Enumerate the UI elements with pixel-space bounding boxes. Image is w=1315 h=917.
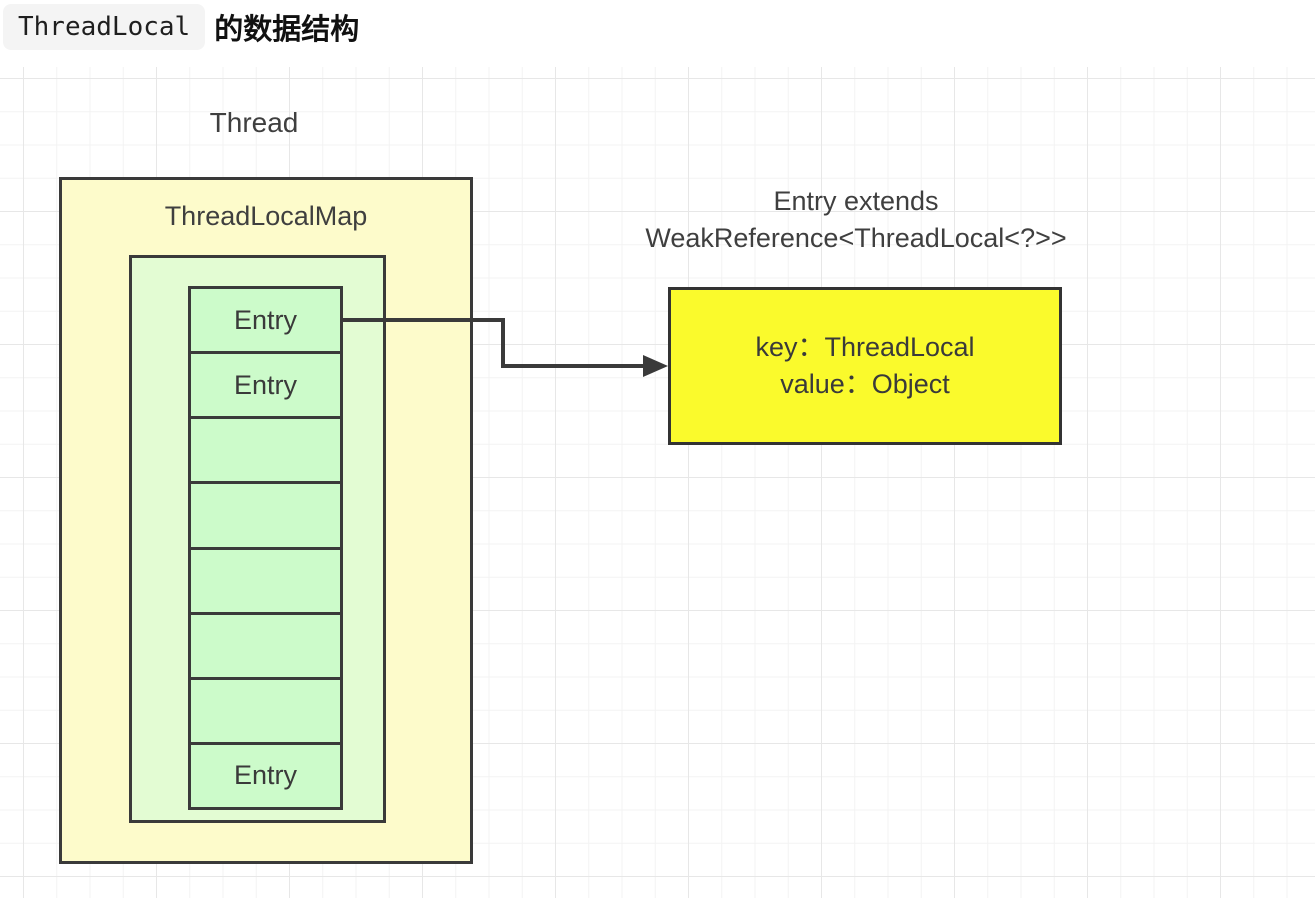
entry-cell: Entry [191,289,340,355]
page-title: ThreadLocal 的数据结构 [3,2,359,52]
entry-key-line: key：ThreadLocal [755,332,975,362]
arrow-head [643,355,668,377]
entry-extends-note: Entry extends WeakReference<ThreadLocal<… [610,183,1102,257]
entry-value-line: value：Object [780,369,950,399]
entry-cell-label: Entry [233,304,298,335]
entry-extends-note-line2: WeakReference<ThreadLocal<?>> [645,223,1067,253]
threadlocalmap-label: ThreadLocalMap [164,201,368,231]
entry-cell: Entry [191,354,340,420]
entry-table: Entry Entry Entry [188,286,343,810]
title-code-chip: ThreadLocal [3,4,206,50]
threadlocalmap-box: Entry Entry Entry [129,255,386,823]
entry-cell-label: Entry [233,369,298,400]
thread-label: Thread [209,107,299,138]
entry-cell: Entry [191,744,340,807]
title-suffix-text: 的数据结构 [214,14,360,46]
thread-box: ThreadLocalMap Entry Entry Entry [59,177,473,864]
entry-extends-note-line1: Entry extends [773,186,939,216]
entry-cell [191,614,340,680]
entry-cell [191,419,340,485]
entry-detail-box: key：ThreadLocal value：Object [668,287,1062,445]
entry-cell [191,679,340,745]
entry-cell-label: Entry [233,760,298,791]
entry-cell [191,549,340,615]
entry-cell [191,484,340,550]
diagram-canvas: Thread ThreadLocalMap Entry Entry Entry … [0,67,1315,898]
